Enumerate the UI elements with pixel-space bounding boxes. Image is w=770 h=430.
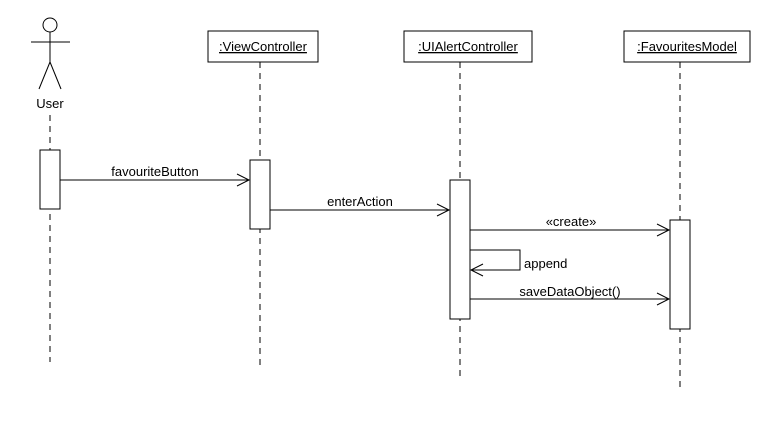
participant-label-viewcontroller: :ViewController bbox=[219, 39, 308, 54]
message-label-enteraction: enterAction bbox=[327, 194, 393, 209]
message-favouritebutton bbox=[60, 173, 251, 187]
message-label-append: append bbox=[524, 256, 567, 271]
participant-box-viewcontroller bbox=[207, 30, 319, 63]
message-append-self bbox=[469, 249, 521, 277]
message-create bbox=[470, 223, 671, 237]
actor-user-figure bbox=[31, 17, 70, 90]
participant-box-uialertcontroller bbox=[403, 30, 533, 63]
participant-label-uialertcontroller: :UIAlertController bbox=[418, 39, 518, 54]
activation-user bbox=[39, 149, 61, 210]
activation-favouritesmodel bbox=[669, 219, 691, 330]
message-label-create: «create» bbox=[546, 214, 597, 229]
message-savedataobject bbox=[470, 292, 671, 306]
participant-label-favouritesmodel: :FavouritesModel bbox=[637, 39, 737, 54]
participant-box-favouritesmodel bbox=[623, 30, 751, 63]
message-enteraction bbox=[270, 203, 451, 217]
activation-uialertcontroller bbox=[449, 179, 471, 320]
actor-label: User bbox=[36, 96, 64, 111]
activation-viewcontroller bbox=[249, 159, 271, 230]
message-label-savedataobject: saveDataObject() bbox=[519, 284, 620, 299]
message-label-favouritebutton: favouriteButton bbox=[111, 164, 198, 179]
